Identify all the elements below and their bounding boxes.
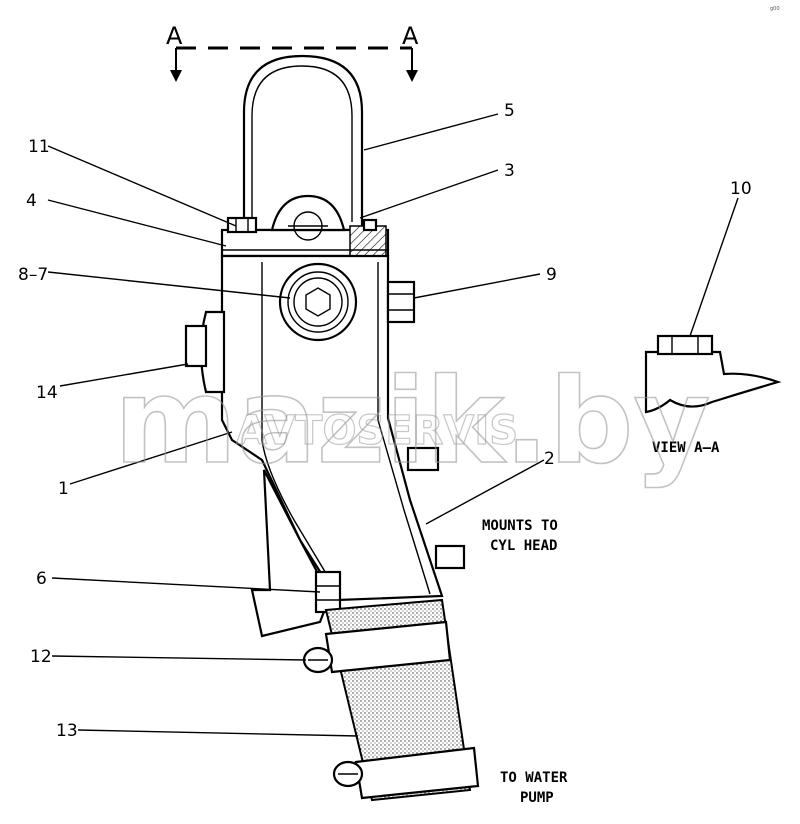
callout-1: 1 bbox=[58, 479, 69, 499]
bolt-11 bbox=[226, 216, 258, 234]
clamp-12-lower bbox=[332, 760, 364, 788]
callout-12: 12 bbox=[30, 647, 52, 667]
callout-2: 2 bbox=[544, 449, 555, 469]
leader-lines bbox=[47, 113, 739, 737]
pump-note-line2: PUMP bbox=[520, 790, 554, 806]
fitting-9 bbox=[386, 280, 416, 324]
callout-14: 14 bbox=[36, 383, 58, 403]
callout-10: 10 bbox=[730, 179, 752, 199]
callout-9: 9 bbox=[546, 265, 557, 285]
mounts-note-line2: CYL HEAD bbox=[490, 538, 557, 554]
section-mark-right: A bbox=[402, 22, 419, 50]
clamp-12-upper bbox=[302, 646, 334, 674]
callout-5: 5 bbox=[504, 101, 515, 121]
right-nipples bbox=[406, 446, 466, 570]
watermark-main: mazik.by bbox=[114, 352, 710, 490]
thermostat-housing bbox=[184, 254, 444, 638]
callout-11: 11 bbox=[28, 137, 50, 157]
view-a-a-detail bbox=[644, 334, 782, 414]
callout-4: 4 bbox=[26, 191, 37, 211]
callout-13: 13 bbox=[56, 721, 78, 741]
thermostat bbox=[270, 194, 378, 241]
corner-stamp: g00 bbox=[770, 6, 780, 12]
bypass-hose bbox=[242, 54, 364, 232]
watermark-sub: AVTOSERVIS bbox=[236, 408, 518, 454]
callout-3: 3 bbox=[504, 161, 515, 181]
plug-8-7 bbox=[278, 262, 358, 342]
callout-8-7: 8–7 bbox=[18, 265, 48, 285]
pump-note-line1: TO WATER bbox=[500, 770, 568, 786]
outlet-hose bbox=[324, 598, 480, 802]
view-a-a-label: VIEW A–A bbox=[652, 440, 720, 456]
section-mark-left: A bbox=[166, 22, 183, 50]
mounts-note-line1: MOUNTS TO bbox=[482, 518, 558, 534]
section-line-a-a bbox=[170, 46, 418, 82]
callout-6: 6 bbox=[36, 569, 47, 589]
